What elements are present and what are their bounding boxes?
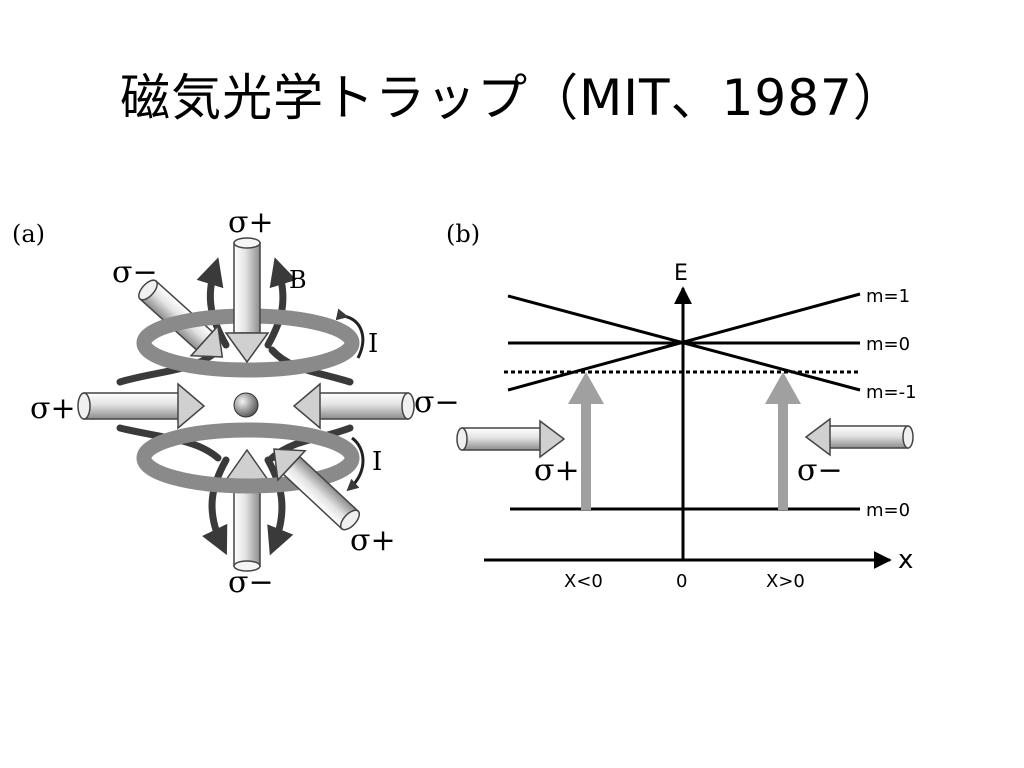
label-beam-right: σ− (414, 385, 460, 420)
beam-left (77, 382, 206, 430)
beam-right (292, 382, 415, 430)
panel-b-label: (b) (446, 220, 480, 248)
tick-label-x-negative: X<0 (564, 571, 603, 592)
beam-upper-left (138, 279, 224, 358)
label-beam-lower-right: σ+ (350, 523, 396, 558)
current-arrow-bottom (346, 436, 365, 492)
current-arrow-top (335, 308, 365, 359)
label-beam-left: σ+ (30, 391, 76, 426)
label-transition-left: σ+ (534, 453, 580, 488)
axis-label-e: E (674, 261, 688, 286)
beam-top (224, 237, 270, 364)
tick-label-zero: 0 (676, 571, 687, 592)
coil-bottom (136, 422, 360, 494)
panel-a: (a) (12, 205, 460, 600)
trapped-atom (233, 392, 259, 418)
label-current-bottom: I (372, 447, 382, 477)
label-m-plus1: m=1 (866, 286, 910, 307)
panel-a-label: (a) (12, 220, 45, 248)
incoming-beam-right (804, 417, 914, 457)
incoming-beam-left (456, 419, 566, 459)
tick-label-x-positive: X>0 (766, 571, 805, 592)
label-field-b: B (289, 266, 307, 294)
axis-label-x: x (898, 545, 913, 575)
transition-arrow-left (568, 372, 604, 510)
transition-arrow-right (765, 372, 801, 510)
label-current-top: I (368, 329, 378, 359)
label-m0-upper: m=0 (866, 334, 910, 355)
label-m-minus1: m=-1 (866, 382, 917, 403)
label-beam-top: σ+ (228, 205, 274, 240)
beam-bottom (224, 448, 270, 572)
label-beam-upper-left: σ− (112, 255, 158, 290)
label-m0-lower: m=0 (866, 500, 910, 521)
slide-title: 磁気光学トラップ（MIT、1987） (120, 69, 904, 127)
beam-lower-right (273, 448, 361, 531)
panel-b: (b) E x m=1 (446, 220, 917, 592)
label-beam-bottom: σ− (228, 565, 274, 600)
label-transition-right: σ− (797, 453, 843, 488)
